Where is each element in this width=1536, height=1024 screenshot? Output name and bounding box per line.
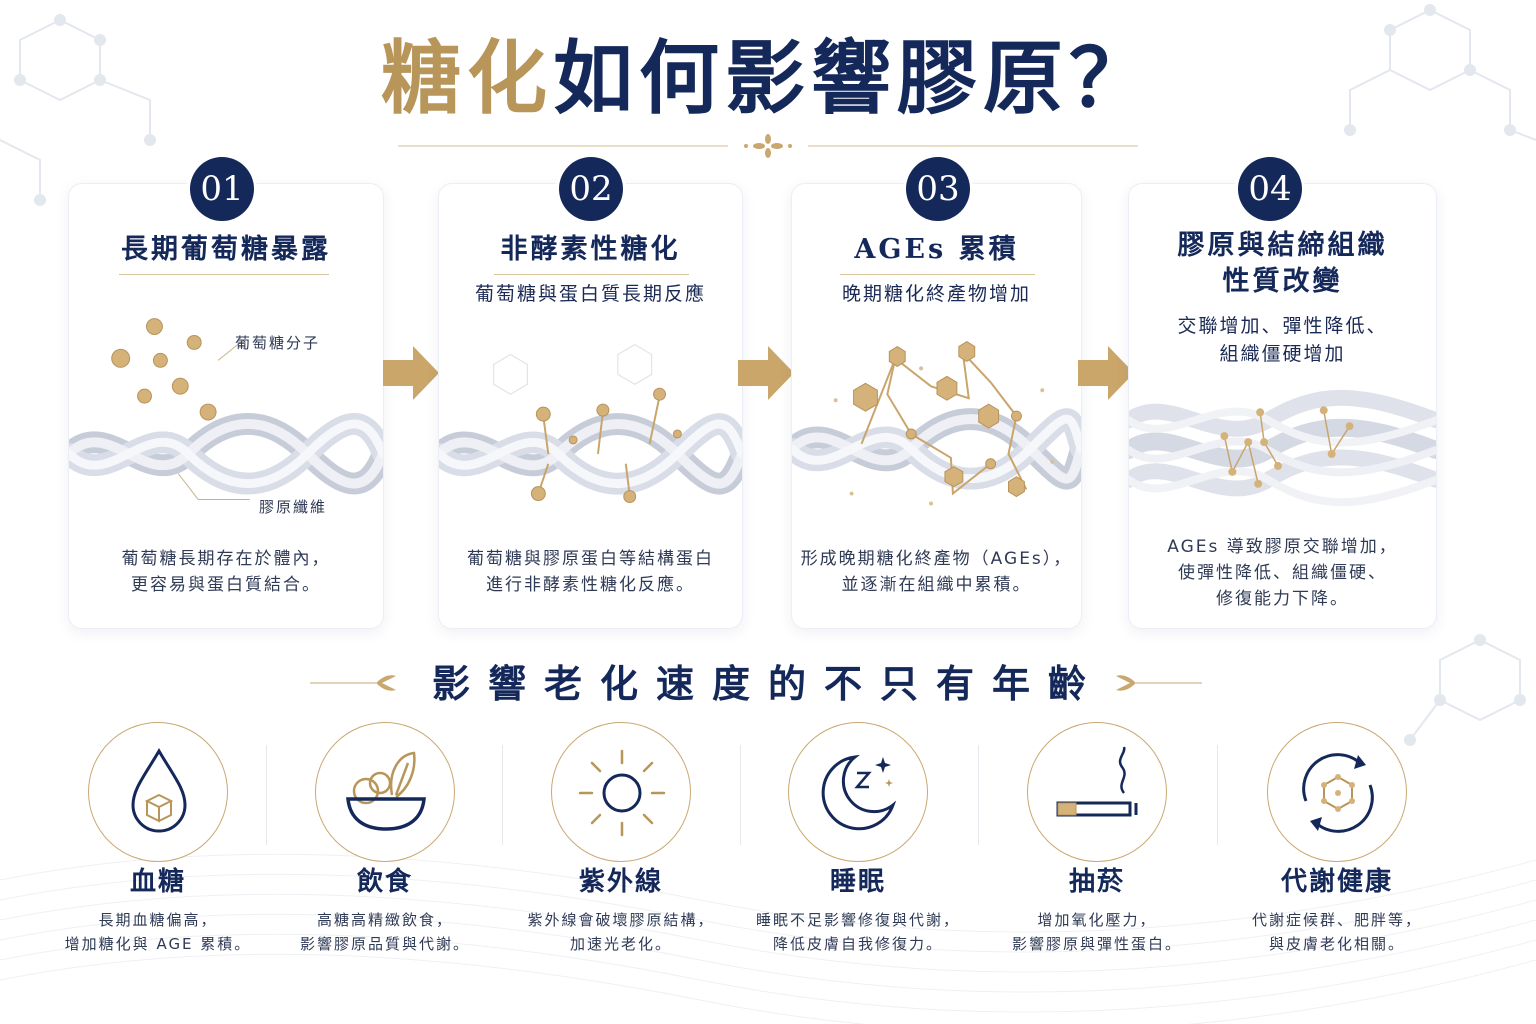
step-card-4: 膠原與結締組織 性質改變 交聯增加、彈性降低、 組織僵硬增加 AGEs 導致膠原…	[1128, 183, 1437, 629]
factor-sleep: 睡眠 睡眠不足影響修復與代謝， 降低皮膚自我修復力。	[748, 722, 968, 972]
step-desc-line1: 葡萄糖長期存在於體內，	[121, 549, 331, 569]
step-title-line1: 膠原與結締組織	[1177, 230, 1388, 261]
arrow-right-icon	[383, 346, 439, 400]
factor-name: 飲食	[356, 867, 413, 897]
factor-name: 抽菸	[1068, 867, 1125, 897]
factor-desc-line2: 加速光老化。	[569, 935, 672, 953]
title-navy-part: 如何影響膠原？	[553, 31, 1155, 125]
factor-icon-circle	[1267, 722, 1407, 862]
factor-desc-line1: 增加氧化壓力，	[1037, 911, 1157, 929]
factor-divider	[502, 745, 503, 845]
factor-name: 睡眠	[829, 867, 886, 897]
step-subtitle: 葡萄糖與蛋白質長期反應	[474, 283, 706, 305]
step-desc-line1: 葡萄糖與膠原蛋白等結構蛋白	[467, 549, 714, 569]
ages-accumulation-illustration	[792, 341, 1081, 506]
section-right-ornament	[1116, 675, 1202, 691]
factor-icon-circle	[315, 722, 455, 862]
factor-divider	[740, 745, 741, 845]
factor-desc-line1: 長期血糖偏高，	[98, 911, 218, 929]
factor-name: 血糖	[129, 867, 186, 897]
arrow-right-icon	[1078, 346, 1134, 400]
factor-desc-line1: 睡眠不足影響修復與代謝，	[755, 911, 960, 929]
step-title-underline	[119, 274, 329, 275]
glycation-illustration	[439, 343, 742, 504]
glucose-molecule-label: 葡萄糖分子	[235, 334, 321, 352]
step-title: 長期葡萄糖暴露	[121, 234, 331, 265]
title-gold-part: 糖化	[381, 31, 553, 125]
cigarette-icon	[1056, 746, 1138, 817]
factor-desc-line2: 降低皮膚自我修復力。	[772, 935, 943, 953]
factor-icon-circle	[1027, 722, 1167, 862]
factor-blood-sugar: 血糖 長期血糖偏高， 增加糖化與 AGE 累積。	[48, 722, 268, 972]
factor-smoking: 抽菸 增加氧化壓力， 影響膠原與彈性蛋白。	[987, 722, 1207, 972]
factor-uv: 紫外線 紫外線會破壞膠原結構， 加速光老化。	[511, 722, 731, 972]
factor-desc-line2: 影響膠原品質與代謝。	[299, 935, 470, 953]
food-bowl-icon	[346, 751, 426, 831]
step-title: AGEs 累積	[854, 234, 1019, 265]
step-card-1: 長期葡萄糖暴露 葡萄糖分子 膠原纖維 葡萄糖長期存在於體內， 更容易與蛋白質結合…	[68, 183, 384, 629]
step-number-badge-3: 03	[906, 157, 970, 221]
factor-divider	[266, 745, 267, 845]
step-desc-line2: 更容易與蛋白質結合。	[131, 575, 321, 595]
factor-divider	[1217, 745, 1218, 845]
factor-icon-circle	[788, 722, 928, 862]
step-desc-line1: AGEs 導致膠原交聯增加，	[1167, 537, 1398, 557]
factor-name: 紫外線	[578, 867, 663, 897]
step-subtitle-line2: 組織僵硬增加	[1219, 343, 1346, 365]
factor-metabolic-health: 代謝健康 代謝症候群、肥胖等， 與皮膚老化相關。	[1227, 722, 1447, 972]
page-title: 糖化如何影響膠原？	[0, 30, 1536, 126]
step-subtitle-line1: 交聯增加、彈性降低、	[1177, 315, 1388, 337]
moon-sleep-icon	[821, 754, 897, 831]
step-card-3: AGEs 累積 晚期糖化終產物增加 形成晚期糖化終產物（AGEs），	[791, 183, 1082, 629]
step-number-badge-2: 02	[559, 157, 623, 221]
arrow-right-icon	[738, 346, 794, 400]
water-drop-sugar-cube-icon	[131, 748, 187, 833]
factor-desc-line1: 紫外線會破壞膠原結構，	[527, 911, 715, 929]
step-title: 非酵素性糖化	[500, 234, 681, 265]
factor-diet: 飲食 高糖高精緻飲食， 影響膠原品質與代謝。	[275, 722, 495, 972]
step-desc-line1: 形成晚期糖化終產物（AGEs），	[800, 549, 1073, 569]
factor-desc-line1: 高糖高精緻飲食，	[316, 911, 453, 929]
glucose-collagen-illustration	[69, 318, 383, 500]
factor-divider	[978, 745, 979, 845]
crosslinked-collagen-illustration	[1129, 389, 1436, 507]
factor-icon-circle	[88, 722, 228, 862]
step-desc-line2: 並逐漸在組織中累積。	[841, 575, 1032, 595]
metabolism-cycle-icon	[1302, 753, 1374, 833]
step-number-badge-4: 04	[1238, 157, 1302, 221]
factor-desc-line2: 增加糖化與 AGE 累積。	[64, 935, 252, 953]
factor-desc-line1: 代謝症候群、肥胖等，	[1251, 911, 1422, 929]
step-card-2: 非酵素性糖化 葡萄糖與蛋白質長期反應 葡萄糖與膠原蛋白等結構蛋白 進行非酵素性糖…	[438, 183, 743, 629]
step-title-underline	[840, 274, 1035, 275]
step-title-line2: 性質改變	[1222, 266, 1343, 297]
collagen-fiber-label: 膠原纖維	[259, 498, 328, 516]
step-subtitle: 晚期糖化終產物增加	[841, 283, 1031, 305]
step-desc-line2: 使彈性降低、組織僵硬、	[1178, 563, 1387, 583]
factor-desc-line2: 影響膠原與彈性蛋白。	[1011, 935, 1182, 953]
title-divider	[398, 134, 1138, 158]
factor-desc-line2: 與皮膚老化相關。	[1268, 935, 1405, 953]
section-left-ornament	[310, 675, 396, 691]
sun-icon	[578, 749, 666, 837]
section-title: 影響老化速度的不只有年齡	[431, 661, 1104, 706]
factor-name: 代謝健康	[1280, 867, 1393, 897]
step-number-badge-1: 01	[190, 157, 254, 221]
step-desc-line3: 修復能力下降。	[1216, 589, 1349, 609]
step-desc-line2: 進行非酵素性糖化反應。	[486, 575, 695, 595]
step-title-underline	[494, 274, 689, 275]
factor-icon-circle	[551, 722, 691, 862]
